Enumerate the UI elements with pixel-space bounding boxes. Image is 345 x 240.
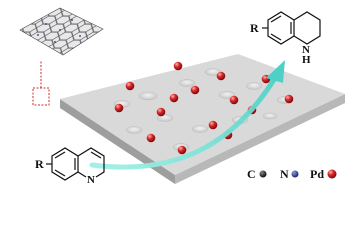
product-molecule xyxy=(262,11,321,45)
reaction-arrow xyxy=(89,75,278,170)
legend-label-pd: Pd xyxy=(310,167,324,181)
reactant-molecule xyxy=(46,147,105,181)
reactant-substituent-label: R xyxy=(35,157,44,171)
reaction-arrowhead xyxy=(266,60,285,83)
legend-swatch-pd xyxy=(327,169,337,179)
zoom-box xyxy=(32,87,50,106)
product-substituent-label: R xyxy=(250,21,259,35)
atom-legend: C N Pd xyxy=(247,167,337,181)
legend-label-c: C xyxy=(247,167,256,181)
legend-label-n: N xyxy=(280,167,289,181)
product-h-label: H xyxy=(302,54,311,66)
reactant-n-label: N xyxy=(87,174,95,186)
graphene-sheet-inset xyxy=(19,7,104,56)
legend-swatch-c xyxy=(259,170,267,178)
slab-left-side xyxy=(60,99,175,184)
legend-swatch-n xyxy=(291,170,299,178)
slab-right-side xyxy=(175,94,345,184)
catalysis-diagram: R N H R N C N Pd xyxy=(19,7,345,186)
product-n-label: N xyxy=(302,44,310,56)
